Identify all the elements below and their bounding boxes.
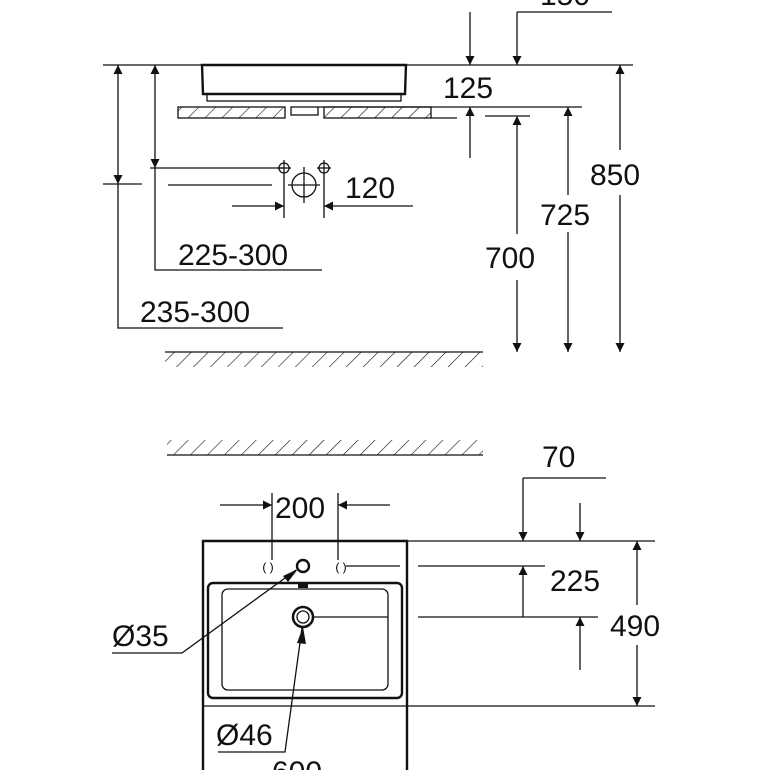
dim-label-70: 70 — [542, 441, 575, 474]
side-view: 150 125 700 725 850 120 — [103, 0, 640, 367]
basin-base — [206, 93, 402, 102]
supply-connection-left — [277, 160, 291, 218]
supply-connection-right — [317, 160, 331, 218]
dim-label-tap-hole-diameter: Ø35 — [112, 620, 169, 653]
wall-hatch — [167, 440, 483, 455]
dim-label-225: 225 — [550, 565, 600, 598]
dim-label-drain-diameter: Ø46 — [216, 719, 273, 752]
basin-outline — [201, 539, 409, 770]
dim-label-600: 600 — [272, 756, 322, 770]
countertop-right — [323, 106, 432, 119]
dim-label-200: 200 — [275, 492, 325, 525]
dim-label-725: 725 — [540, 199, 590, 232]
basin-body — [200, 63, 408, 96]
basin-rim — [206, 581, 404, 700]
basin-bowl — [221, 588, 389, 691]
dim-label-150: 150 — [540, 0, 590, 12]
dim-label-120: 120 — [345, 172, 395, 205]
dim-label-490: 490 — [610, 610, 660, 643]
drain — [291, 605, 315, 629]
waste-connection — [288, 167, 320, 203]
dim-label-700: 700 — [485, 242, 535, 275]
plan-view: 200 ( ) ( ) 70 225 490 — [112, 440, 660, 770]
waste-opening — [290, 106, 319, 116]
optional-hole-right-icon: ( ) — [335, 560, 346, 574]
floor-hatch — [165, 352, 483, 367]
dim-label-125: 125 — [443, 72, 493, 105]
optional-hole-left-icon: ( ) — [262, 560, 273, 574]
dim-label-225-300: 225-300 — [178, 239, 288, 272]
dim-label-850: 850 — [590, 159, 640, 192]
dim-label-235-300: 235-300 — [140, 296, 250, 329]
countertop-left — [177, 106, 286, 119]
tap-hole — [295, 558, 311, 574]
